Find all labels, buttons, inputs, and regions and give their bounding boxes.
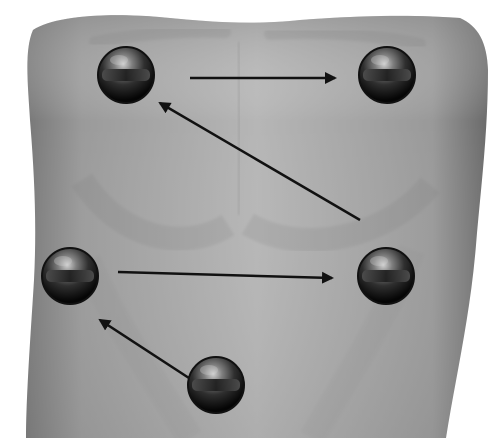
marker-lower-center (188, 357, 244, 413)
marker-upper-left (98, 47, 154, 103)
sternum-line (238, 42, 240, 215)
marker-middle-right (358, 248, 414, 304)
marker-upper-right (359, 47, 415, 103)
marker-middle-left (42, 248, 98, 304)
